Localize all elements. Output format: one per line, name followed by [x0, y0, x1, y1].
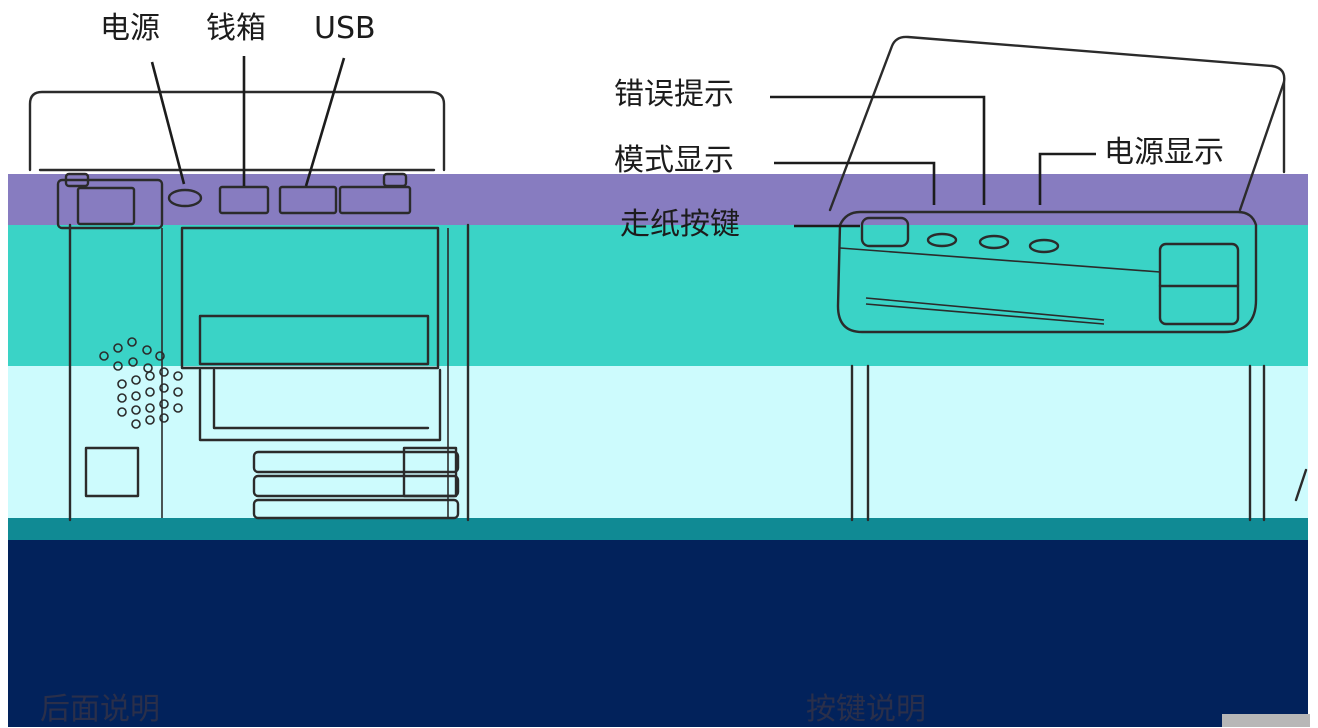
teal-band [8, 225, 1308, 383]
navy-band [8, 540, 1308, 727]
label-mode-indicator: 模式显示 [614, 143, 734, 178]
grey-corner [1222, 714, 1310, 727]
label-error-indicator: 错误提示 [614, 77, 734, 112]
button-view-printer [770, 35, 1308, 522]
teal-strip [8, 518, 1308, 540]
button-view-caption: 按键说明 [806, 692, 926, 727]
back-view-caption: 后面说明 [40, 692, 160, 727]
back-view-printer [28, 56, 470, 522]
label-power: 电源 [100, 11, 160, 46]
light-cyan-band [8, 366, 1308, 518]
label-power-indicator: 电源显示 [1104, 135, 1224, 170]
label-cash-drawer: 钱箱 [206, 11, 266, 46]
label-usb: USB [314, 11, 376, 46]
purple-band [8, 174, 1308, 225]
speaker-holes [99, 337, 183, 429]
label-feed-button: 走纸按键 [620, 207, 740, 242]
